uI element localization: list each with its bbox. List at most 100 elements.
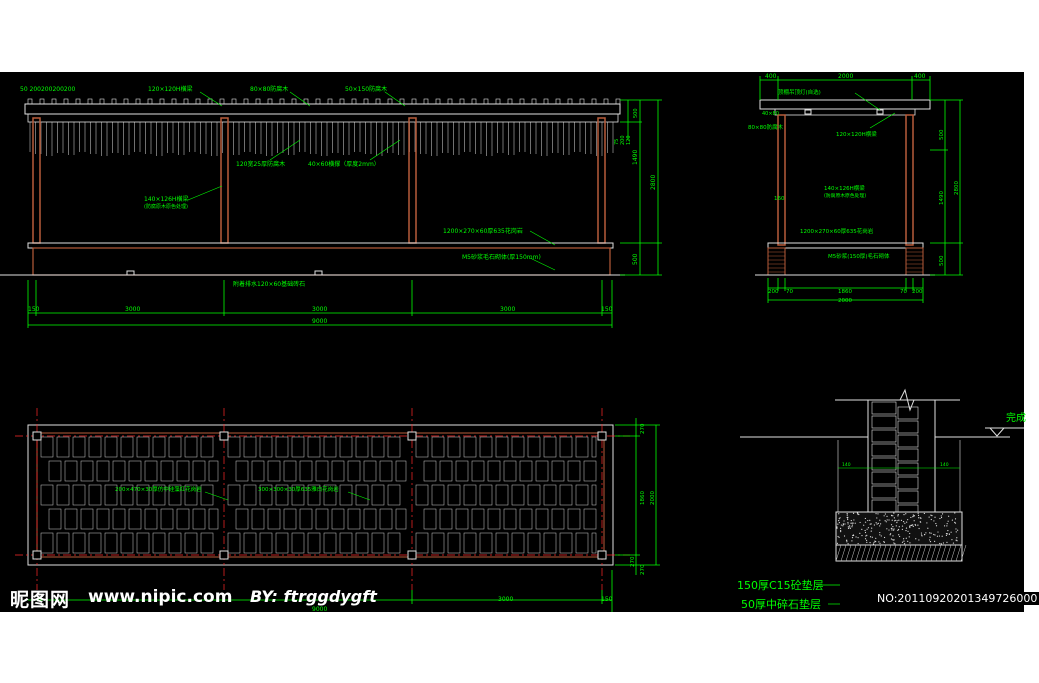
concrete-speck [898, 526, 900, 528]
paver [355, 484, 369, 506]
concrete-speck [884, 513, 886, 515]
plan-rdim-2: 2000 [650, 491, 656, 505]
rafter-end [615, 98, 621, 105]
concrete-speck [885, 521, 887, 523]
paver [184, 484, 198, 506]
rafter-end [39, 98, 45, 105]
concrete-speck [912, 514, 914, 516]
paver [88, 436, 102, 458]
concrete-speck [836, 526, 838, 528]
concrete-speck [945, 533, 948, 535]
section-brick [871, 429, 897, 443]
concrete-speck [866, 534, 868, 536]
concrete-speck [896, 521, 898, 524]
concrete-speck [912, 516, 914, 518]
paver [559, 532, 573, 554]
side-right-dim-lines [930, 99, 963, 276]
plan-label-paver-a: 200×470×30厚仿中硅藻红花岗岩 [115, 485, 202, 493]
paver [331, 508, 345, 530]
paver [259, 532, 273, 554]
paver [104, 436, 118, 458]
concrete-speck [933, 533, 935, 536]
concrete-speck [942, 542, 945, 544]
rafter-end [519, 98, 525, 105]
lamp-right [876, 109, 884, 115]
label-beam-main: 120×120H横梁 [148, 85, 192, 93]
concrete-speck [935, 522, 937, 525]
concrete-speck [858, 513, 860, 516]
paver [251, 508, 265, 530]
concrete-speck [890, 527, 892, 529]
section-gravel-hatch [835, 544, 967, 562]
concrete-speck [842, 525, 844, 527]
hatch-line [950, 544, 957, 562]
paver [479, 436, 493, 458]
front-dim-ticks [27, 280, 613, 328]
paver [152, 484, 166, 506]
concrete-speck [867, 527, 870, 529]
leader-6 [187, 185, 223, 201]
rafter-end [555, 98, 561, 105]
paver [80, 460, 94, 482]
concrete-speck [838, 513, 840, 515]
paver [363, 460, 377, 482]
label-batten: 40×60横撑（厚度2mm） [308, 160, 380, 168]
front-sdim-1: 200 [620, 135, 626, 145]
concrete-speck [846, 514, 848, 516]
plan-dim-0: 3000 [498, 596, 513, 603]
hatch-line [865, 544, 872, 562]
concrete-speck [847, 523, 849, 525]
concrete-speck [928, 539, 931, 541]
paver [40, 484, 54, 506]
cad-canvas: 50 200200200200 120×120H横梁 80×80防腐木 50×1… [0, 72, 1026, 613]
side-bdim-3: 70 [900, 289, 907, 295]
concrete-speck [875, 540, 877, 543]
paver [259, 436, 273, 458]
concrete-speck [846, 513, 848, 515]
concrete-speck [864, 521, 867, 523]
concrete-speck [891, 515, 893, 517]
paver [591, 532, 597, 554]
concrete-speck [926, 522, 928, 524]
leader-3 [384, 91, 406, 107]
concrete-speck [892, 529, 895, 531]
paver [487, 508, 501, 530]
concrete-speck [901, 528, 903, 530]
side-label-160: 160 [774, 196, 785, 202]
concrete-speck [851, 524, 853, 526]
concrete-speck [898, 519, 900, 521]
concrete-speck [866, 528, 868, 530]
paver [251, 460, 265, 482]
paver [495, 436, 509, 458]
concrete-speck [852, 534, 854, 536]
rafter-end [315, 98, 321, 105]
paver [519, 460, 533, 482]
concrete-speck [920, 532, 923, 534]
paver [535, 460, 549, 482]
concrete-speck [914, 524, 917, 526]
concrete-speck [849, 525, 851, 527]
concrete-speck [930, 532, 932, 534]
paver [527, 532, 541, 554]
label-wall: M5砂浆毛石砌体(厚150mm) [462, 253, 541, 261]
paver [495, 532, 509, 554]
watermark-number: NO:20110920201349726000 [875, 592, 1039, 605]
concrete-speck [890, 538, 893, 540]
hatch-line [925, 544, 932, 562]
side-top-dim-1: 2000 [838, 73, 853, 80]
paver [275, 484, 289, 506]
hatch-line [900, 544, 907, 562]
concrete-speck [920, 517, 922, 519]
concrete-speck [947, 520, 949, 522]
rafter-end [375, 98, 381, 105]
concrete-speck [869, 523, 871, 525]
section-gravel-layer [835, 544, 963, 562]
side-rdim-1: 1490 [939, 191, 945, 205]
concrete-speck [851, 540, 853, 542]
concrete-speck [891, 519, 893, 521]
front-dim-2: 3000 [312, 306, 327, 313]
label-seat: 1200×270×60厚635花岗岩 [443, 227, 523, 235]
rafter-end [387, 98, 393, 105]
side-top-dim-0: 400 [765, 73, 777, 80]
paver [128, 508, 142, 530]
